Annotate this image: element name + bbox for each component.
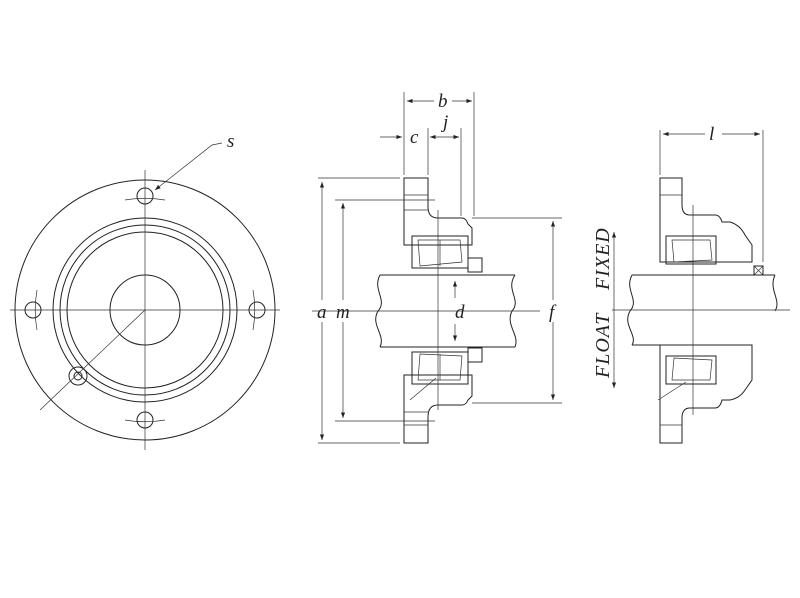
front-view: s — [10, 131, 280, 450]
label-c: c — [410, 127, 419, 148]
label-float: FLOAT — [592, 312, 614, 379]
label-m: m — [336, 302, 350, 323]
float-fixed-view: l FLOAT FIXED — [592, 124, 790, 444]
label-s: s — [227, 131, 234, 152]
label-a: a — [317, 302, 327, 323]
label-b: b — [438, 91, 448, 112]
label-fixed: FIXED — [592, 227, 614, 291]
label-l: l — [709, 124, 714, 145]
label-j: j — [440, 112, 448, 133]
section-view: a m d f b c j — [312, 91, 562, 444]
label-f: f — [549, 302, 557, 323]
label-d: d — [455, 302, 465, 323]
grease-fitting-icon — [68, 366, 88, 386]
